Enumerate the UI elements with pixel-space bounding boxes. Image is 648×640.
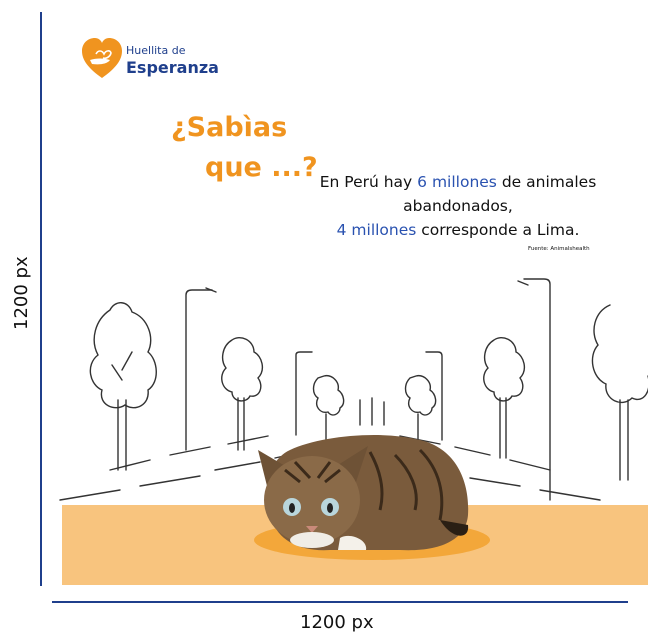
height-guide-line — [40, 12, 42, 586]
road-dash — [214, 461, 261, 471]
source-note: Fuente: Animalshealth — [528, 246, 590, 252]
logo-line1: Huellita de — [126, 44, 186, 57]
road-dash — [59, 489, 121, 501]
width-guide-line — [52, 601, 628, 603]
street-lamp-mid-right — [425, 351, 443, 441]
fact-part3: corresponde a Lima. — [416, 221, 580, 239]
tree-right-2 — [483, 336, 526, 459]
tree-right-1 — [591, 304, 648, 481]
fact-part2: de animales abandonados, — [403, 173, 597, 215]
fact-text: En Perú hay 6 millones de animales aband… — [300, 170, 616, 242]
fact-highlight2: 4 millones — [336, 221, 417, 239]
tree-right-3 — [404, 375, 437, 441]
headline-line1: ¿Sabìas — [171, 112, 288, 143]
cat-paw — [338, 535, 367, 550]
headline-line2: que ...? — [205, 152, 318, 183]
distant-posts — [359, 397, 385, 426]
cat-head — [264, 456, 360, 544]
logo-heart-icon — [82, 38, 122, 78]
cat-nose — [306, 526, 318, 533]
width-label: 1200 px — [300, 612, 374, 633]
logo: Huellita de Esperanza — [82, 38, 222, 84]
road-dash — [469, 477, 521, 487]
fact-highlight1: 6 millones — [417, 173, 497, 191]
cat-ear-left — [258, 450, 292, 490]
road-dash — [539, 489, 601, 501]
cat-image — [258, 435, 469, 551]
street-lamp-right — [523, 278, 551, 501]
fact-part1: En Perú hay — [319, 173, 418, 191]
cat-muzzle — [290, 532, 334, 548]
tree-left-1 — [89, 302, 157, 471]
tree-left-3 — [312, 375, 345, 441]
tree-left-2 — [221, 336, 264, 451]
sidewalk-line-left — [109, 435, 269, 471]
street-lamp-mid-left — [295, 351, 313, 436]
logo-line2: Esperanza — [126, 58, 219, 77]
street-lamp-left — [185, 289, 213, 451]
road-dash — [139, 475, 201, 487]
